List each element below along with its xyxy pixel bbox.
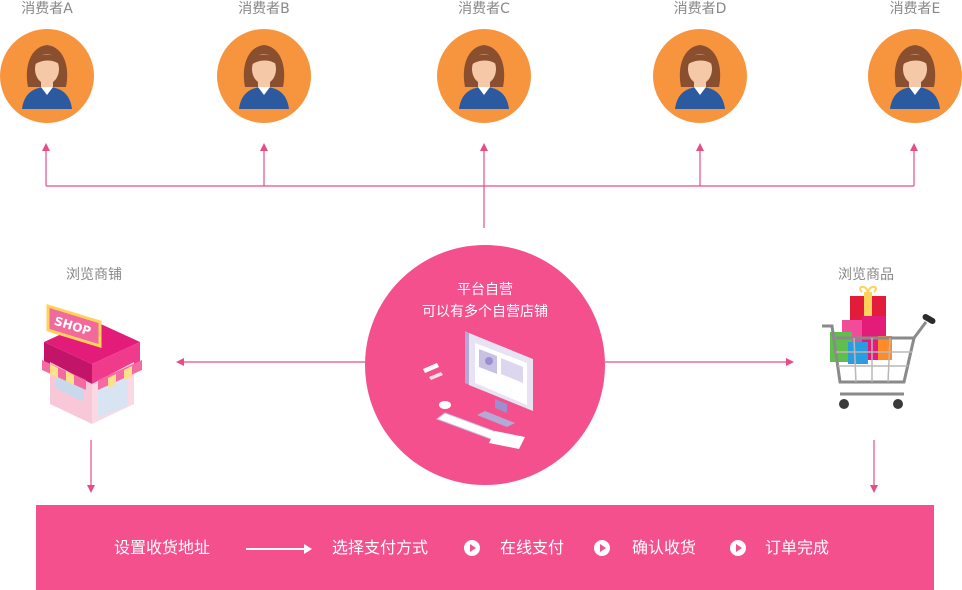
flow-step-4: 确认收货 — [632, 538, 697, 557]
flow-step-1: 设置收货地址 — [114, 538, 211, 557]
flow-step-3: 在线支付 — [500, 538, 565, 557]
computer-icon — [423, 331, 533, 449]
browse-shops-label: 浏览商铺 — [66, 267, 122, 283]
consumer-label: 消费者B — [238, 1, 290, 17]
consumer-label: 消费者E — [889, 1, 941, 17]
consumer-e: 消费者E — [855, 0, 962, 123]
person-icon — [459, 45, 509, 109]
platform-hub: 平台自营 可以有多个自营店铺 — [365, 245, 605, 485]
person-icon — [675, 45, 725, 109]
browse-products-label: 浏览商品 — [838, 267, 894, 283]
avatar — [217, 29, 311, 123]
hub-title: 平台自营 — [457, 282, 513, 298]
play-arrow-icon — [464, 540, 480, 556]
play-arrow-icon — [594, 540, 610, 556]
hub-subtitle: 可以有多个自营店铺 — [422, 304, 548, 320]
consumer-label: 消费者D — [673, 1, 727, 17]
consumer-d: 消费者D — [640, 0, 760, 123]
order-flow-bar: 设置收货地址 选择支付方式 在线支付 确认收货 订单完成 — [36, 505, 934, 590]
consumer-label: 消费者C — [458, 1, 510, 17]
play-arrow-icon — [730, 540, 746, 556]
consumer-a: 消费者A — [0, 0, 107, 123]
avatar — [653, 29, 747, 123]
arrow-right-icon — [246, 544, 312, 554]
consumer-c: 消费者C — [424, 0, 544, 123]
avatar — [0, 29, 94, 123]
flow-step-5: 订单完成 — [765, 538, 830, 557]
person-icon — [890, 45, 940, 109]
shop-icon: SHOP — [42, 303, 142, 424]
consumer-b: 消费者B — [204, 0, 324, 123]
person-icon — [22, 45, 72, 109]
flow-step-2: 选择支付方式 — [332, 538, 429, 557]
consumer-label: 消费者A — [21, 1, 73, 17]
person-icon — [239, 45, 289, 109]
shopping-cart-icon — [822, 286, 936, 409]
avatar — [868, 29, 962, 123]
avatar — [437, 29, 531, 123]
